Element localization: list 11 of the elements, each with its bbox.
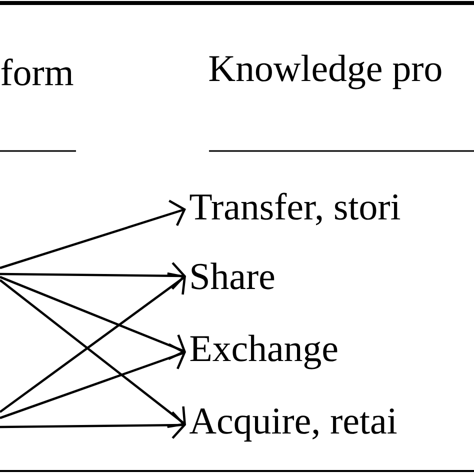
arrow (0, 411, 186, 439)
column-heading: Knowledge pro (209, 54, 442, 90)
column-heading: form (1, 58, 74, 86)
process-label: Acquire, retai (190, 408, 397, 442)
arrow (0, 200, 186, 270)
process-label: Share (192, 262, 274, 290)
process-label: Exchange (190, 334, 338, 370)
arrow (0, 262, 186, 290)
process-label: Transfer, stori (190, 192, 400, 226)
arrow (0, 343, 186, 420)
arrow (0, 276, 186, 360)
